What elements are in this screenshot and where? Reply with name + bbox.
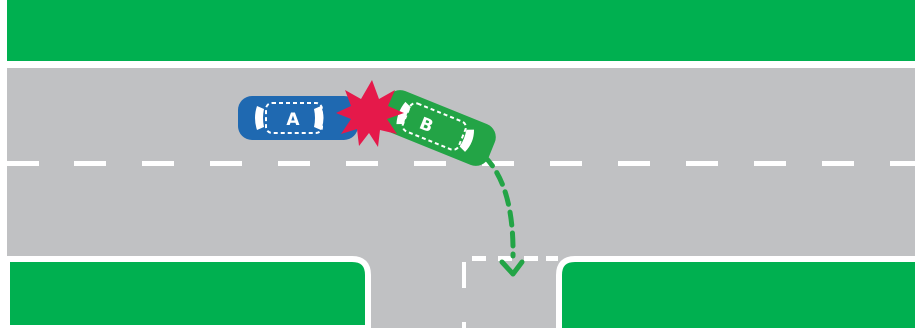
vehicle-a-outline-icon <box>265 102 323 134</box>
vehicle-a-label: A <box>286 110 300 130</box>
top-grass-verge <box>7 0 915 61</box>
bottom-right-grass-verge <box>556 256 915 328</box>
bottom-left-grass-verge <box>4 256 371 328</box>
vehicle-b: B <box>380 90 496 166</box>
dashed-turn-arrow-icon <box>481 153 516 259</box>
side-road-center-dashes <box>462 262 466 328</box>
path-arrowhead-icon <box>499 259 525 277</box>
collision-burst-icon <box>336 80 404 147</box>
center-lane-dashes <box>7 161 915 166</box>
vehicle-a-body <box>238 96 358 140</box>
side-road-give-way-dashes <box>472 256 558 261</box>
vehicle-a: A <box>238 96 358 140</box>
vehicle-a-windows <box>255 106 324 130</box>
top-road-edge-line <box>7 62 915 68</box>
